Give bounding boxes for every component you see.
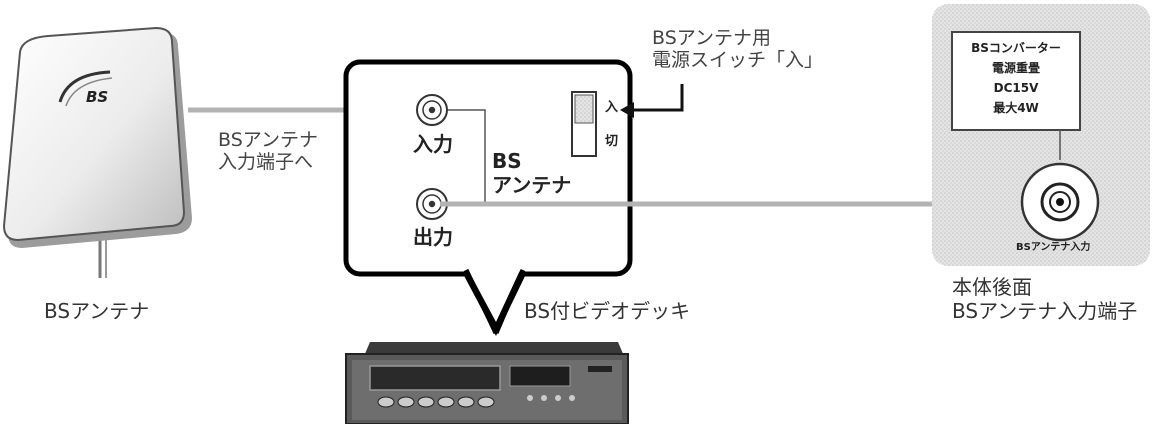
- rear-antenna-jack-icon: [1020, 162, 1100, 242]
- output-jack-label: 出力: [413, 225, 453, 249]
- switch-on-label: 入: [605, 100, 619, 115]
- power-note-line2: 電源スイッチ「入」: [652, 49, 824, 71]
- antenna-arrow-label-line1: BSアンテナ: [218, 129, 319, 151]
- bs-antenna-icon: [2, 26, 192, 278]
- power-note-line1: BSアンテナ用: [652, 27, 772, 49]
- antenna-arrow-label-line2: 入力端子へ: [218, 151, 314, 173]
- input-jack-label: 入力: [413, 132, 453, 156]
- spec-line: 電源重畳: [991, 61, 1040, 75]
- switch-off-label: 切: [605, 134, 619, 149]
- rear-caption-line2: BSアンテナ入力端子: [952, 299, 1138, 323]
- input-wire: [445, 109, 486, 204]
- converter-spec-box: BSコンバーター 電源重畳 DC15V 最大4W: [958, 38, 1074, 124]
- switch-pointer-arrow: [620, 84, 684, 118]
- antenna-logo: BS: [86, 88, 108, 106]
- spec-line: DC15V: [993, 81, 1039, 95]
- input-jack-icon: [416, 94, 448, 126]
- bs-antenna-label-line1: BS: [492, 149, 522, 173]
- rear-jack-label: BSアンテナ入力: [1016, 242, 1091, 253]
- spec-line: BSコンバーター: [971, 41, 1061, 55]
- output-jack-icon: [416, 188, 448, 220]
- power-switch-icon: [571, 91, 597, 157]
- video-deck-icon: [345, 342, 629, 425]
- spec-line: 最大4W: [993, 101, 1039, 115]
- deck-caption: BS付ビデオデッキ: [524, 299, 691, 323]
- rear-caption-line1: 本体後面: [952, 275, 1032, 299]
- antenna-caption: BSアンテナ: [44, 299, 150, 323]
- bs-antenna-label-line2: アンテナ: [492, 173, 572, 197]
